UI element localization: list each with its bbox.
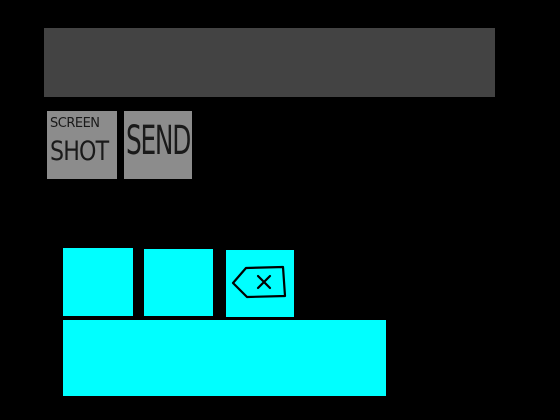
keypad-key-1[interactable] bbox=[63, 248, 133, 316]
backspace-button[interactable] bbox=[226, 250, 294, 317]
text-display bbox=[44, 28, 495, 97]
keypad-wide-key[interactable] bbox=[63, 320, 386, 396]
send-label: SEND bbox=[126, 118, 191, 164]
backspace-icon bbox=[231, 265, 287, 299]
screenshot-label-line2: SHOT bbox=[50, 136, 109, 167]
screenshot-label-line1: SCREEN bbox=[50, 116, 100, 131]
send-button[interactable]: SEND bbox=[124, 111, 192, 179]
screenshot-button[interactable]: SCREEN SHOT bbox=[47, 111, 117, 179]
keypad-key-2[interactable] bbox=[144, 249, 213, 316]
